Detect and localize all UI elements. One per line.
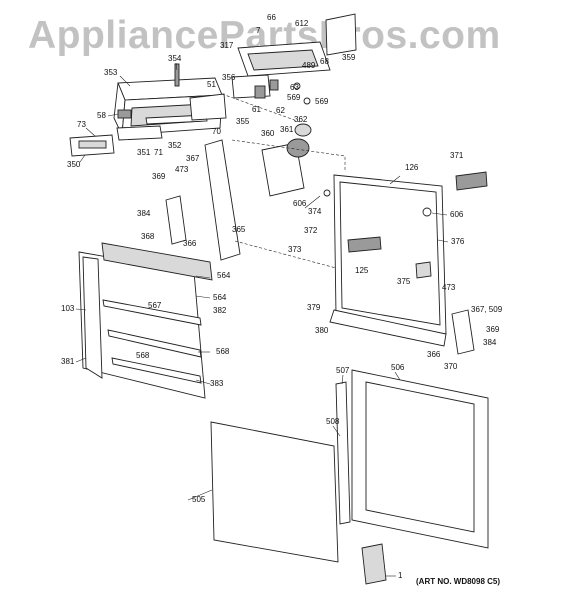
label-370: 370 xyxy=(444,362,458,371)
inner-door-panel xyxy=(323,171,488,347)
side-trim xyxy=(204,139,241,261)
label-354: 354 xyxy=(168,54,182,63)
label-376: 376 xyxy=(451,237,465,246)
label-569b: 569 xyxy=(315,97,329,106)
label-1: 1 xyxy=(398,571,403,580)
label-66: 66 xyxy=(267,13,276,22)
label-71: 71 xyxy=(154,148,163,157)
label-125: 125 xyxy=(355,266,369,275)
part-labels: 66 612 7 317 68 359 354 353 51 356 489 6… xyxy=(61,13,503,580)
label-367-509: 367, 509 xyxy=(471,305,503,314)
label-360: 360 xyxy=(261,129,275,138)
leader-lines xyxy=(75,62,449,577)
label-569a: 569 xyxy=(287,93,301,102)
label-564a: 564 xyxy=(217,271,231,280)
label-366a: 366 xyxy=(183,239,197,248)
label-381: 381 xyxy=(61,357,75,366)
label-352: 352 xyxy=(168,141,182,150)
label-507: 507 xyxy=(336,366,350,375)
label-351: 351 xyxy=(137,148,151,157)
label-58: 58 xyxy=(97,111,106,120)
label-506: 506 xyxy=(391,363,405,372)
label-371: 371 xyxy=(450,151,464,160)
label-362: 362 xyxy=(294,115,308,124)
label-365: 365 xyxy=(232,225,246,234)
label-367a: 367 xyxy=(186,154,200,163)
door-frame xyxy=(335,369,489,549)
label-372: 372 xyxy=(304,226,318,235)
label-63: 63 xyxy=(290,83,299,92)
label-379: 379 xyxy=(307,303,321,312)
label-382: 382 xyxy=(213,306,227,315)
control-board-assembly xyxy=(231,13,357,105)
label-68: 68 xyxy=(320,57,329,66)
label-369a: 369 xyxy=(152,172,166,181)
label-383: 383 xyxy=(210,379,224,388)
label-73: 73 xyxy=(77,120,86,129)
label-489: 489 xyxy=(302,61,316,70)
label-366b: 366 xyxy=(427,350,441,359)
label-380: 380 xyxy=(315,326,329,335)
label-61: 61 xyxy=(252,105,261,114)
label-508: 508 xyxy=(326,417,340,426)
label-51: 51 xyxy=(207,80,216,89)
label-103: 103 xyxy=(61,304,75,313)
reference-lines xyxy=(221,93,346,269)
label-564b: 564 xyxy=(213,293,227,302)
label-368: 368 xyxy=(141,232,155,241)
label-361: 361 xyxy=(280,125,294,134)
label-373: 373 xyxy=(288,245,302,254)
hinge-bracket-left xyxy=(165,195,187,245)
label-350: 350 xyxy=(67,160,81,169)
label-473b: 473 xyxy=(442,283,456,292)
label-568b: 568 xyxy=(216,347,230,356)
control-panel-assembly xyxy=(69,63,227,157)
label-62: 62 xyxy=(276,106,285,115)
label-606b: 606 xyxy=(450,210,464,219)
label-374: 374 xyxy=(308,207,322,216)
label-355: 355 xyxy=(236,117,250,126)
label-384a: 384 xyxy=(137,209,151,218)
label-473a: 473 xyxy=(175,165,189,174)
label-612: 612 xyxy=(295,19,309,28)
label-359: 359 xyxy=(342,53,356,62)
label-369b: 369 xyxy=(486,325,500,334)
label-126: 126 xyxy=(405,163,419,172)
label-317: 317 xyxy=(220,41,234,50)
label-505: 505 xyxy=(192,495,206,504)
label-70: 70 xyxy=(212,127,221,136)
label-568a: 568 xyxy=(136,351,150,360)
label-567: 567 xyxy=(148,301,162,310)
label-353: 353 xyxy=(104,68,118,77)
hinge-bracket-right xyxy=(451,309,475,355)
toe-panel xyxy=(210,421,339,563)
label-375: 375 xyxy=(397,277,411,286)
label-356: 356 xyxy=(222,73,236,82)
literature-pack xyxy=(361,543,387,585)
label-7: 7 xyxy=(256,26,261,35)
label-384b: 384 xyxy=(483,338,497,347)
label-606a: 606 xyxy=(293,199,307,208)
art-number-note: (ART NO. WD8098 C5) xyxy=(416,577,501,586)
dispenser-assembly xyxy=(261,123,312,197)
outer-door-panel xyxy=(78,242,213,399)
